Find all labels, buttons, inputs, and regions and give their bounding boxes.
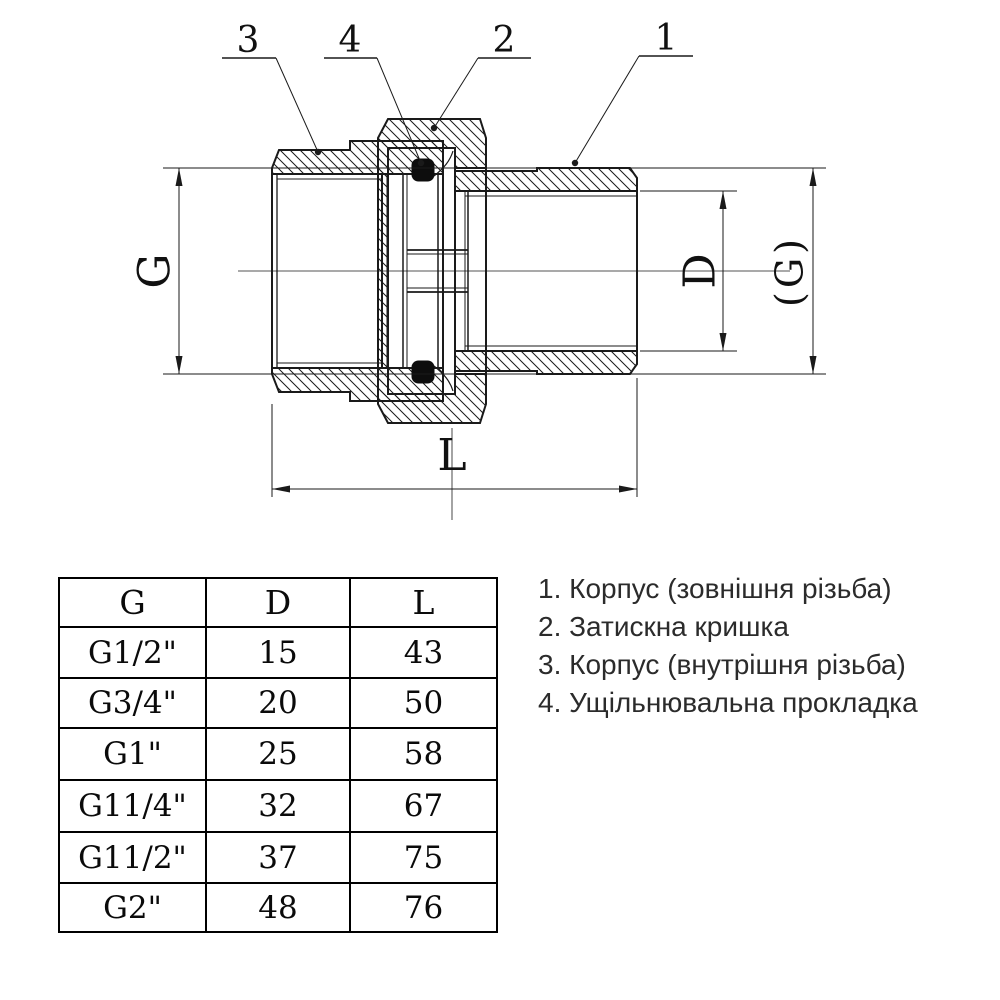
table-cell-g: G11/4" <box>60 781 207 833</box>
union-fitting-section-drawing: G D (G) L 3 4 2 <box>129 18 826 520</box>
table-header-d: D <box>207 579 351 628</box>
dimension-d: D <box>640 190 737 352</box>
table-cell-l: 75 <box>351 833 496 884</box>
legend-item-4: 4. Ущільнювальна прокладка <box>538 687 918 718</box>
callout-4: 4 <box>324 20 425 167</box>
dimension-label-l: L <box>437 430 466 481</box>
table-cell-d: 37 <box>207 833 351 884</box>
dimension-label-g-paren: (G) <box>767 235 811 307</box>
table-cell-l: 76 <box>403 889 444 926</box>
table-cell-d: 15 <box>207 628 351 679</box>
callout-number-3: 3 <box>237 20 260 61</box>
callout-2: 2 <box>430 20 531 132</box>
table-cell-l: 67 <box>351 781 496 833</box>
table-cell-g: G1" <box>60 729 207 781</box>
table-header-l: L <box>351 579 496 628</box>
callout-number-4: 4 <box>339 20 362 61</box>
callout-3: 3 <box>222 20 322 156</box>
table-header-g: G <box>60 579 207 628</box>
table-cell-d: 32 <box>207 781 351 833</box>
table-cell-l: 50 <box>351 679 496 729</box>
table-cell-d: 25 <box>207 729 351 781</box>
dimension-g-paren: (G) <box>767 168 817 374</box>
sealing-gasket-bottom <box>411 360 454 392</box>
dimension-label-g: G <box>129 253 180 288</box>
legend-item-3: 3. Корпус (внутрішня різьба) <box>538 649 906 680</box>
parts-legend: 1. Корпус (зовнішня різьба) 2. Затискна … <box>538 570 988 722</box>
callout-number-2: 2 <box>493 20 516 61</box>
dimension-l: L <box>271 378 638 497</box>
table-cell-d: 48 <box>207 884 351 931</box>
table-cell-g: G3/4" <box>60 679 207 729</box>
legend-item-2: 2. Затискна кришка <box>538 611 789 642</box>
table-cell-g: G1/2" <box>60 628 207 679</box>
sealing-gasket-top <box>411 150 454 182</box>
table-cell-l: 43 <box>351 628 496 679</box>
dimension-label-d: D <box>674 253 725 288</box>
table-cell-l: 58 <box>351 729 496 781</box>
table-cell-g: G11/2" <box>60 833 207 884</box>
callout-number-1: 1 <box>655 18 678 59</box>
dimension-g: G <box>129 168 183 374</box>
callout-1: 1 <box>571 18 693 167</box>
legend-item-1: 1. Корпус (зовнішня різьба) <box>538 573 892 604</box>
spec-table: G D L G1/2" 15 43 G3/4" 20 50 G1" 25 58 … <box>58 577 498 933</box>
table-cell-g: G2" <box>60 884 207 931</box>
table-cell-d: 20 <box>207 679 351 729</box>
